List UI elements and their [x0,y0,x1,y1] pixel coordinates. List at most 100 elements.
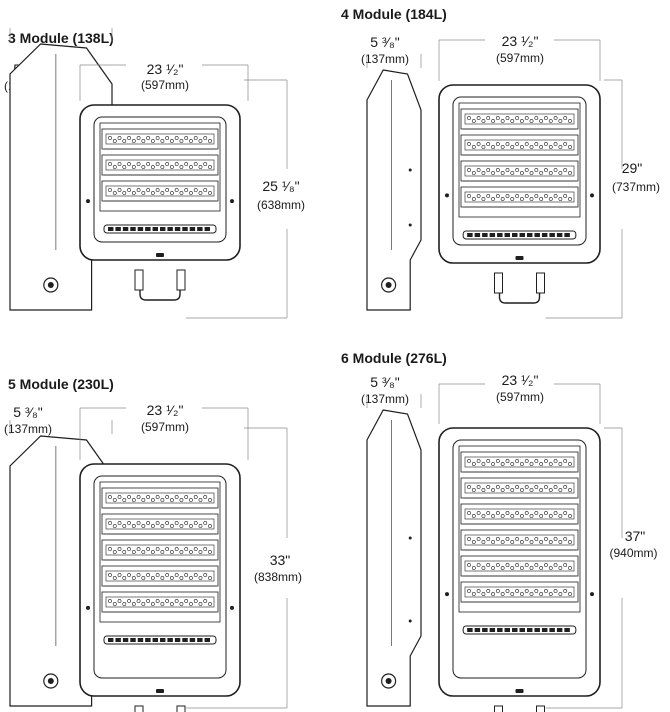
mount-pivot [47,678,54,684]
led-emitter [471,171,476,175]
led-emitter [467,563,471,567]
led-emitter [170,576,174,580]
led-emitter [558,462,563,466]
vent-slot [549,233,555,237]
led-emitter [505,537,510,541]
led-emitter [108,162,112,166]
led-emitter [524,537,529,541]
led-emitter [467,116,471,120]
led-emitter [534,563,539,567]
led-emitter [486,485,491,489]
led-emitter [510,488,515,492]
housing-latch [515,256,524,260]
vent-slot [122,227,129,231]
led-emitter [539,488,544,492]
led-emitter [170,165,174,169]
vent-slot [174,227,181,231]
led-emitter [491,462,495,466]
led-module [460,451,579,473]
led-emitter [174,521,179,525]
vent-slot [167,227,173,231]
led-emitter [548,488,553,492]
vent-slot [564,628,570,632]
led-emitter [141,550,146,554]
led-emitter [495,589,500,593]
led-emitter [141,139,146,143]
led-board [464,482,575,494]
led-emitter [495,537,500,541]
led-emitter [189,139,193,143]
led-emitter [510,197,515,201]
led-emitter [189,576,193,580]
led-board [464,560,575,572]
led-module [101,180,219,202]
led-module [101,539,219,561]
led-emitter [548,514,553,518]
led-board [464,139,575,151]
led-emitter [476,194,481,198]
housing-screw [445,193,449,198]
vent-slot [512,233,518,237]
led-emitter [136,521,141,525]
led-emitter [548,566,553,570]
led-emitter [568,488,572,492]
led-emitter [558,540,563,544]
led-emitter [553,589,558,593]
led-emitter [476,485,481,489]
led-emitter [505,589,510,593]
led-emitter [150,498,155,502]
led-emitter [481,514,486,518]
led-emitter [505,511,510,515]
led-emitter [491,566,495,570]
led-emitter [117,162,122,166]
led-emitter [520,171,524,175]
led-emitter [141,498,146,502]
led-emitter [179,524,184,528]
led-emitter [112,498,117,502]
fixture-drawing [9,28,288,319]
led-emitter [520,462,524,466]
led-emitter [515,589,519,593]
led-emitter [529,145,534,149]
vent-slot [504,628,511,632]
led-module [460,503,579,525]
led-emitter [500,488,505,492]
led-emitter [500,145,505,149]
led-emitter [539,145,544,149]
led-emitter [491,197,495,201]
led-module [460,555,579,577]
led-emitter [141,191,146,195]
led-emitter [548,592,553,596]
led-emitter [505,485,510,489]
led-emitter [505,459,510,463]
vent-slot [204,227,210,231]
mounting-yoke [139,708,181,712]
led-emitter [486,563,491,567]
led-emitter [529,462,534,466]
led-emitter [471,592,476,596]
led-emitter [160,602,165,606]
led-emitter [524,589,529,593]
front-bezel [452,96,587,246]
led-emitter [184,495,189,499]
led-emitter [548,119,553,123]
led-emitter [208,524,212,528]
led-emitter [117,136,122,140]
fixture-drawing [366,383,623,712]
led-emitter [491,119,495,123]
led-emitter [179,576,184,580]
vent-slot [467,628,473,632]
front-width-metric: (597mm) [140,78,189,92]
led-emitter [170,524,174,528]
led-emitter [193,573,198,577]
led-emitter [467,194,471,198]
led-emitter [524,194,529,198]
led-board [105,570,215,582]
led-board [464,456,575,468]
led-emitter [174,136,179,140]
led-emitter [127,495,131,499]
led-emitter [505,563,510,567]
led-emitter [558,566,563,570]
led-emitter [146,521,150,525]
led-emitter [146,136,150,140]
